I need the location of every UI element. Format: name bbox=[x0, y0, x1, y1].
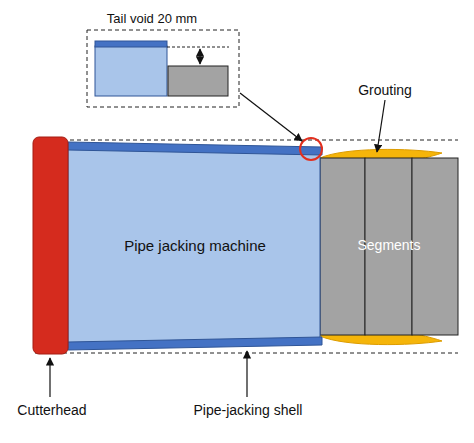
node-text: Pipe jacking machine bbox=[124, 237, 266, 254]
inset-title: Tail void 20 mm bbox=[107, 11, 197, 27]
inset-shell bbox=[95, 41, 167, 47]
leader-line bbox=[377, 100, 385, 152]
machine-box: Pipe jacking machine bbox=[75, 160, 315, 330]
inset-segment bbox=[168, 66, 228, 96]
node-text: Segments bbox=[357, 237, 420, 253]
envelope-line bbox=[35, 140, 458, 141]
segment-box: Segments bbox=[321, 185, 457, 305]
part-label: Pipe-jacking shell bbox=[194, 402, 303, 418]
cutterhead-disc bbox=[33, 137, 68, 354]
part-label: Grouting bbox=[358, 82, 412, 98]
detail-leader bbox=[240, 93, 302, 141]
part-label: Cutterhead bbox=[17, 402, 86, 418]
inset-frame bbox=[87, 30, 239, 107]
leader-line bbox=[246, 351, 247, 397]
inset-machine bbox=[95, 46, 167, 96]
dimension-arrow bbox=[199, 49, 200, 64]
detail-circle bbox=[300, 138, 322, 160]
leader-line bbox=[49, 358, 50, 397]
shell-band bbox=[68, 337, 322, 350]
machine-body bbox=[68, 147, 320, 345]
inset-void-line bbox=[167, 47, 229, 48]
shell-band bbox=[68, 142, 322, 155]
